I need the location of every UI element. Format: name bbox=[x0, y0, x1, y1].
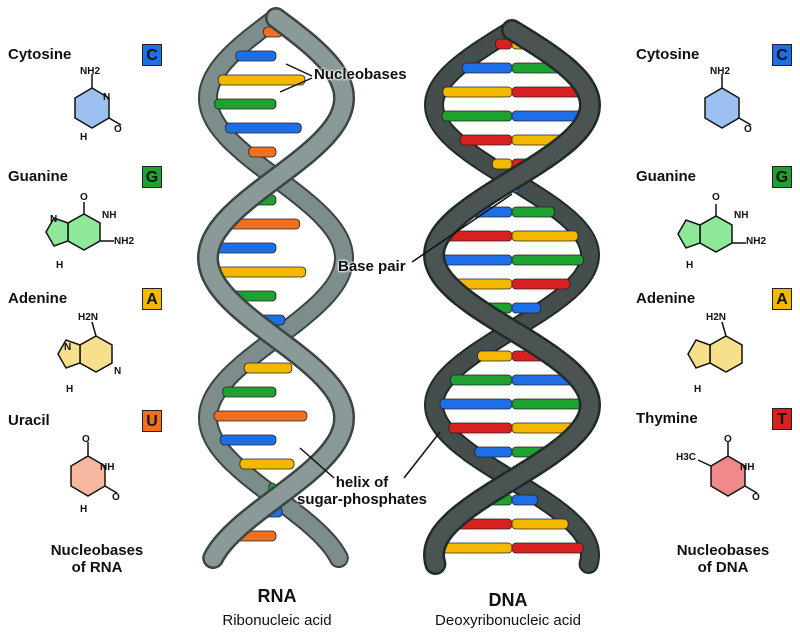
guanine-structure-right bbox=[677, 204, 746, 253]
base-rung bbox=[511, 230, 579, 242]
label-nucleobases: Nucleobases bbox=[314, 66, 407, 83]
atom-h2n: H2N bbox=[706, 312, 726, 323]
base-rung bbox=[511, 518, 569, 530]
atom-o: O bbox=[80, 192, 88, 203]
letter-badge-a-left: A bbox=[142, 288, 162, 310]
caption-line: Nucleobases bbox=[50, 542, 144, 559]
atom-h: H bbox=[56, 260, 63, 271]
atom-nh2: NH2 bbox=[80, 66, 100, 77]
atom-n: N bbox=[50, 214, 57, 225]
letter-badge-c-right: C bbox=[772, 44, 792, 66]
atom-h: H bbox=[66, 384, 73, 395]
pointer-nucleobases-1 bbox=[285, 63, 313, 77]
cytosine-structure-right bbox=[704, 74, 752, 129]
uracil-structure-left bbox=[70, 442, 118, 497]
pointer-nucleobases-2 bbox=[279, 77, 313, 93]
backbone-strand-front-fill bbox=[199, 9, 353, 567]
caption-nucleobases-of-rna: Nucleobases of RNA bbox=[32, 542, 162, 576]
atom-o: O bbox=[752, 492, 760, 503]
atom-h: H bbox=[694, 384, 701, 395]
base-name-adenine-right: Adenine bbox=[636, 290, 696, 307]
dna-subtitle: Deoxyribonucleic acid bbox=[435, 612, 581, 629]
base-rung bbox=[219, 434, 277, 446]
atom-h3c: H3C bbox=[676, 452, 696, 463]
cytosine-structure-left bbox=[74, 74, 122, 129]
letter-badge-t-right: T bbox=[772, 408, 792, 430]
atom-nh: NH bbox=[100, 462, 114, 473]
letter-badge-c-left: C bbox=[142, 44, 162, 66]
base-rung bbox=[225, 122, 302, 134]
base-rung bbox=[248, 146, 277, 158]
base-rung bbox=[511, 278, 571, 290]
base-rung bbox=[511, 542, 584, 554]
base-name-cytosine-left: Cytosine bbox=[8, 46, 72, 63]
base-rung bbox=[511, 302, 542, 314]
backbone-strand-front-fill bbox=[425, 21, 599, 573]
base-name-guanine-left: Guanine bbox=[8, 168, 69, 185]
dna-title: DNA bbox=[488, 590, 528, 610]
base-rung bbox=[243, 362, 293, 374]
base-rung bbox=[214, 98, 277, 110]
caption-line: Nucleobases bbox=[676, 542, 770, 559]
caption-line: of RNA bbox=[71, 559, 123, 576]
base-rung bbox=[511, 206, 555, 218]
base-rung bbox=[239, 458, 295, 470]
base-name-adenine-left: Adenine bbox=[8, 290, 68, 307]
letter-badge-g-right: G bbox=[772, 166, 792, 188]
atom-nh: NH bbox=[734, 210, 748, 221]
atom-o: O bbox=[82, 434, 90, 445]
caption-nucleobases-of-dna: Nucleobases of DNA bbox=[658, 542, 788, 576]
base-rung bbox=[235, 50, 277, 62]
caption-line: of DNA bbox=[697, 559, 749, 576]
thymine-structure-right bbox=[697, 442, 758, 497]
atom-nh2: NH2 bbox=[710, 66, 730, 77]
caption-line: helix of bbox=[335, 474, 389, 491]
base-rung bbox=[213, 410, 308, 422]
base-name-uracil-left: Uracil bbox=[8, 412, 50, 429]
pointer-base-pair bbox=[411, 193, 513, 263]
base-rung bbox=[511, 254, 584, 266]
atom-n: N bbox=[103, 92, 110, 103]
atom-o: O bbox=[712, 192, 720, 203]
adenine-structure-right bbox=[687, 321, 743, 373]
atom-h: H bbox=[80, 504, 87, 515]
base-name-cytosine-right: Cytosine bbox=[636, 46, 700, 63]
atom-o: O bbox=[724, 434, 732, 445]
dna-helix bbox=[422, 19, 602, 575]
backbone-strand-back-fill bbox=[199, 10, 353, 566]
atom-o: O bbox=[114, 124, 122, 135]
letter-badge-a-right: A bbox=[772, 288, 792, 310]
atom-h: H bbox=[686, 260, 693, 271]
atom-nh: NH bbox=[740, 462, 754, 473]
pointer-helix-dna bbox=[403, 431, 441, 479]
pointer-lines bbox=[279, 63, 513, 479]
label-base-pair: Base pair bbox=[338, 258, 406, 275]
atom-nh2: NH2 bbox=[746, 236, 766, 247]
guanine-structure-left bbox=[45, 202, 114, 251]
rna-title: RNA bbox=[257, 586, 297, 606]
caption-line: sugar-phosphates bbox=[296, 491, 428, 508]
atom-h2n: H2N bbox=[78, 312, 98, 323]
adenine-structure-left bbox=[57, 321, 113, 373]
letter-badge-u-left: U bbox=[142, 410, 162, 432]
base-rung bbox=[511, 494, 539, 506]
label-helix-of-sugar-phosphates: helix of sugar-phosphates bbox=[282, 474, 442, 508]
pointer-helix-rna bbox=[299, 447, 335, 479]
base-rung bbox=[222, 386, 277, 398]
atom-h: H bbox=[80, 132, 87, 143]
rna-subtitle: Ribonucleic acid bbox=[222, 612, 332, 629]
base-rung bbox=[217, 74, 306, 86]
base-name-guanine-right: Guanine bbox=[636, 168, 697, 185]
atom-nh: NH bbox=[102, 210, 116, 221]
atom-o: O bbox=[112, 492, 120, 503]
letter-badge-g-left: G bbox=[142, 166, 162, 188]
atom-nh2: NH2 bbox=[114, 236, 134, 247]
atom-n: N bbox=[64, 342, 71, 353]
rna-helix bbox=[196, 7, 356, 569]
base-name-thymine-right: Thymine bbox=[636, 410, 698, 427]
atom-o: O bbox=[744, 124, 752, 135]
atom-n: N bbox=[114, 366, 121, 377]
